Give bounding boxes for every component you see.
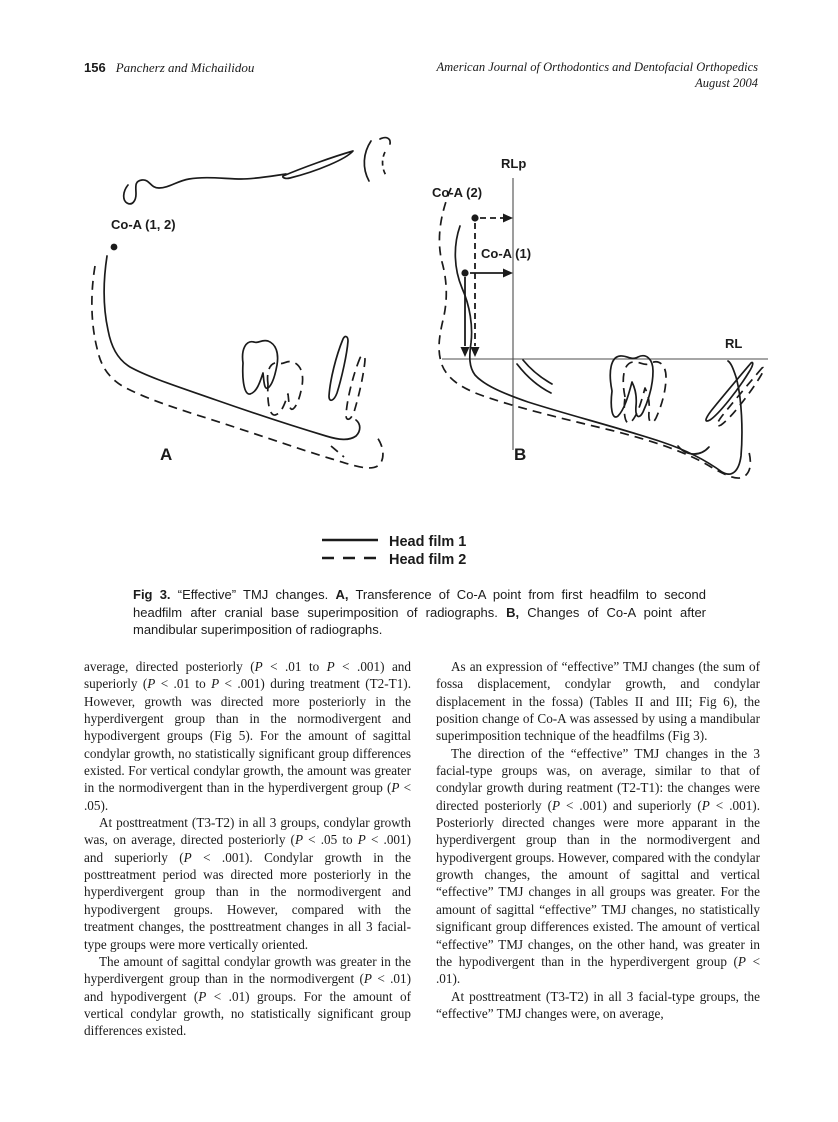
chin-smile-curve: [677, 445, 710, 455]
coa2-arrowhead: [503, 213, 513, 223]
panel-a: Co-A (1, 2) A: [91, 136, 391, 469]
legend-headfilm2-label: Head film 2: [389, 552, 466, 568]
ear-rod-hook: [379, 136, 391, 145]
incisor-headfilm1: [328, 335, 349, 402]
incisor-headfilm2: [345, 354, 366, 421]
ear-rod-arc-dashed: [381, 151, 388, 178]
incisor-headfilm2-b: [716, 366, 765, 427]
issue-date: August 2004: [695, 75, 758, 90]
mandible-headfilm2-tracing: [91, 265, 384, 469]
header-right: American Journal of Orthodontics and Den…: [437, 60, 759, 91]
paragraph: At posttreatment (T3-T2) in all 3 groups…: [84, 815, 412, 952]
molar-headfilm2: [266, 360, 304, 416]
paragraph: average, directed posteriorly (P < .01 t…: [84, 659, 412, 813]
paragraph: As an expression of “effective” TMJ chan…: [436, 659, 760, 744]
body-column-right: As an expression of “effective” TMJ chan…: [436, 658, 760, 1022]
molar-headfilm2-b: [622, 360, 667, 424]
mandible-headfilm1-tracing: [103, 255, 361, 441]
coa1-down-arrowhead: [460, 347, 470, 357]
sigmoid-arc-2: [522, 359, 553, 385]
cranial-base-tracing: [122, 173, 287, 205]
mandible-headfilm1-tracing-b: [454, 225, 743, 475]
coa1-arrowhead: [503, 268, 513, 278]
legend-headfilm1-label: Head film 1: [389, 534, 466, 550]
coa1-point-marker: [461, 269, 469, 277]
sigmoid-arc-1: [516, 363, 552, 394]
coa12-label: Co-A (1, 2): [111, 217, 176, 232]
rl-label: RL: [725, 336, 742, 351]
incisor-headfilm1-b: [705, 361, 754, 422]
header-left: 156 Pancherz and Michailidou: [84, 60, 254, 75]
paragraph: At posttreatment (T3-T2) in all 3 facial…: [436, 988, 760, 1021]
chin-dash-mark: [330, 445, 345, 458]
coa2-label: Co-A (2): [432, 185, 482, 200]
figure-3-tmj-diagram: Co-A (1, 2) A RLp RL Co-A (2) Co-A (1): [91, 136, 768, 568]
molar-headfilm1: [241, 339, 279, 395]
running-authors: Pancherz and Michailidou: [115, 60, 255, 75]
paragraph: The direction of the “effective” TMJ cha…: [436, 745, 760, 987]
mandible-headfilm2-tracing-b: [438, 187, 752, 479]
coa-point-marker: [110, 243, 118, 251]
rlp-label: RLp: [501, 156, 526, 171]
coa1-label: Co-A (1): [481, 246, 531, 261]
body-column-left: average, directed posteriorly (P < .01 t…: [84, 658, 411, 1040]
panel-b: RLp RL Co-A (2) Co-A (1): [432, 156, 768, 479]
paragraph: The amount of sagittal condylar growth w…: [84, 953, 411, 1039]
panel-a-label: A: [160, 445, 172, 464]
panel-b-label: B: [514, 445, 526, 464]
figure-legend: Head film 1 Head film 2: [322, 534, 466, 568]
molar-headfilm1-b: [609, 354, 654, 418]
nasal-bone-tracing: [282, 150, 354, 180]
ear-rod-arc-solid: [363, 140, 372, 182]
page-number: 156: [84, 60, 106, 75]
figure-caption: Fig 3. “Effective” TMJ changes. A, Trans…: [133, 587, 707, 638]
coa2-point-marker: [471, 214, 479, 222]
coa2-down-arrowhead: [470, 347, 480, 357]
journal-title: American Journal of Orthodontics and Den…: [436, 60, 759, 74]
